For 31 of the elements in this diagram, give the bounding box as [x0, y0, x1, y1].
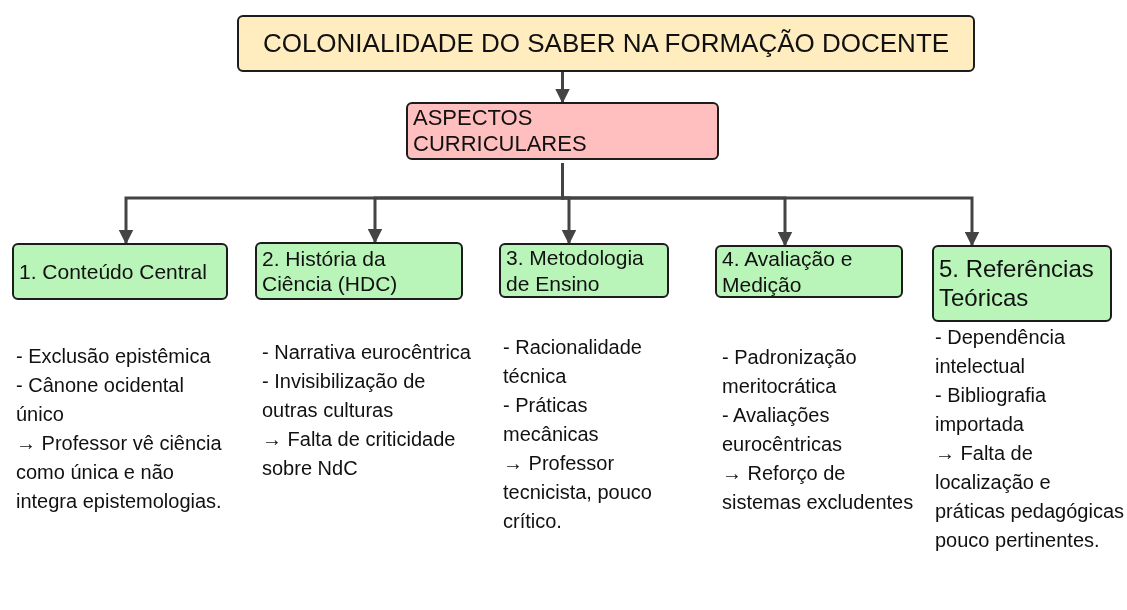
description-text: - Narrativa eurocêntrica	[262, 340, 472, 365]
description-text: - Avaliações eurocêntricas	[722, 403, 844, 457]
topic-box	[255, 242, 463, 300]
description-text: → Falta de localização e práticas pedagógicas pouco pertinentes.	[935, 441, 1125, 553]
description-text: → Professor tecnicista, pouco crítico.	[503, 451, 653, 534]
description-text: - Padronização meritocrática	[722, 345, 858, 399]
description-text: → Falta de criticidade sobre NdC	[262, 427, 457, 481]
topic-box	[932, 245, 1112, 322]
node-label: 3. Metodologia de Ensino	[506, 245, 645, 296]
description-text: - Cânone ocidental único	[16, 373, 185, 427]
description-text: - Exclusão epistêmica	[16, 344, 212, 369]
topic-box	[715, 245, 903, 298]
node-label: 4. Avaliação e Medição	[722, 246, 854, 297]
connector-arrow	[555, 72, 570, 104]
node-label: 2. História da Ciência (HDC)	[262, 245, 399, 297]
description-text: → Reforço de sistemas excludentes	[722, 461, 914, 515]
description-text: - Invisibilização de outras culturas	[262, 369, 427, 423]
description-text: - Bibliografia importada	[935, 383, 1048, 437]
node-label: COLONIALIDADE DO SABER NA FORMAÇÃO DOCENTE	[262, 27, 950, 60]
node-label: 5. Referências Teóricas	[939, 254, 1095, 313]
topic-box	[12, 243, 228, 300]
description-text: - Dependência intelectual	[935, 325, 1067, 379]
description-text: - Práticas mecânicas	[503, 393, 600, 447]
title-box	[237, 15, 975, 72]
description-text: → Professor vê ciência como única e não integra epistemologias.	[16, 431, 223, 514]
node-label: ASPECTOS CURRICULARES	[413, 104, 588, 158]
topic-box	[499, 243, 669, 298]
description-text: - Racionalidade técnica	[503, 335, 643, 389]
connector-arrow	[561, 163, 980, 247]
category-box	[406, 102, 719, 160]
node-label: 1. Conteúdo Central	[19, 258, 207, 285]
